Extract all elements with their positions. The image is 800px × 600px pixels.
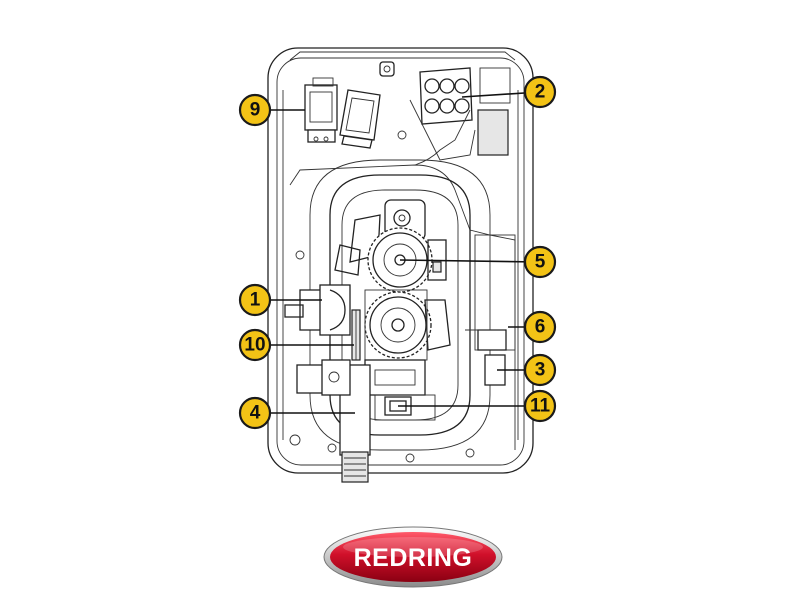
callout-10: 10 bbox=[238, 328, 272, 362]
bottom-screws bbox=[289, 130, 475, 463]
callout-3: 3 bbox=[523, 353, 557, 387]
callout-9: 9 bbox=[238, 93, 272, 127]
callout-9-label: 9 bbox=[250, 100, 261, 121]
flow-valve bbox=[284, 284, 351, 336]
callout-5-label: 5 bbox=[535, 252, 546, 273]
gear-lower bbox=[364, 291, 451, 359]
pressure-switch bbox=[296, 359, 351, 396]
right-bracket bbox=[465, 234, 516, 386]
callout-4-label: 4 bbox=[250, 403, 261, 424]
terminal-block bbox=[409, 67, 511, 161]
callout-5: 5 bbox=[523, 245, 557, 279]
inner-housing bbox=[289, 109, 516, 450]
callout-11-label: 11 bbox=[530, 396, 551, 417]
callout-10-label: 10 bbox=[244, 335, 265, 356]
callout-4: 4 bbox=[238, 396, 272, 430]
switch-assembly bbox=[304, 77, 381, 149]
screw-top bbox=[379, 61, 395, 77]
callout-6: 6 bbox=[523, 310, 557, 344]
leader-line-5 bbox=[399, 259, 541, 263]
callout-2-label: 2 bbox=[535, 82, 546, 103]
callout-6-label: 6 bbox=[535, 317, 546, 338]
logo-text: REDRING bbox=[354, 544, 473, 572]
thermistor-probe bbox=[351, 309, 361, 361]
redring-logo: REDRING bbox=[323, 526, 503, 588]
callout-1: 1 bbox=[238, 283, 272, 317]
gear-frame bbox=[364, 289, 428, 396]
callout-2: 2 bbox=[523, 75, 557, 109]
callout-3-label: 3 bbox=[535, 360, 546, 381]
callout-11: 11 bbox=[523, 389, 557, 423]
callout-1-label: 1 bbox=[250, 290, 261, 311]
